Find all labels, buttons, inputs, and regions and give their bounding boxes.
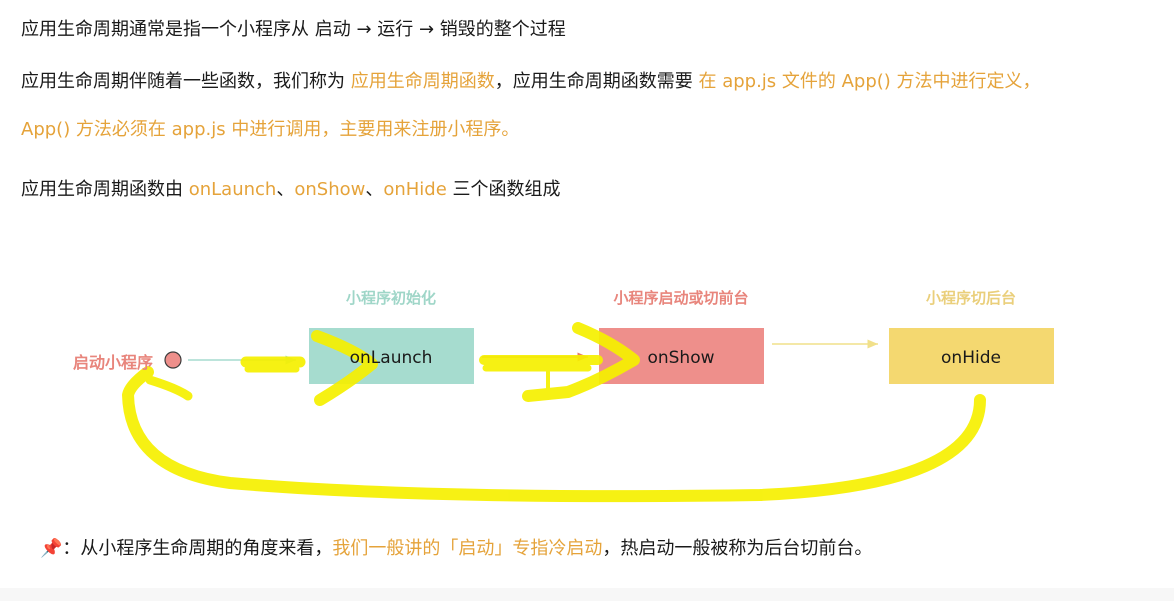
intro-line-4-onshow: onShow <box>294 179 366 200</box>
footnote-part1: 从小程序生命周期的角度来看， <box>80 538 333 559</box>
footnote-part2: ，热启动一般被称为后台切前台。 <box>602 538 873 559</box>
start-label: 启动小程序 <box>73 353 153 372</box>
intro-line-3: App() 方法必须在 app.js 中进行调用，主要用来注册小程序。 <box>21 118 519 142</box>
stage-caption-onhide: 小程序切后台 <box>926 289 1016 307</box>
intro-line-2-part2: ，应用生命周期函数需要 <box>494 71 699 92</box>
footnote: 📌：从小程序生命周期的角度来看，我们一般讲的「启动」专指冷启动，热启动一般被称为… <box>40 537 872 561</box>
stage-caption-onlaunch: 小程序初始化 <box>346 289 436 307</box>
intro-line-4-sep2: 、 <box>365 179 384 200</box>
onshow-label: onShow <box>647 348 714 368</box>
onhide-label: onHide <box>941 348 1001 368</box>
intro-line-4: 应用生命周期函数由 onLaunch、onShow、onHide 三个函数组成 <box>21 178 561 202</box>
intro-line-4-onhide: onHide <box>383 179 447 200</box>
intro-line-4-part1: 应用生命周期函数由 <box>21 179 189 200</box>
intro-line-4-part2: 三个函数组成 <box>446 179 561 200</box>
intro-line-1: 应用生命周期通常是指一个小程序从 启动 → 运行 → 销毁的整个过程 <box>21 19 566 40</box>
pin-icon: 📌 <box>40 538 63 559</box>
intro-line-3-highlight: App() 方法必须在 app.js 中进行调用，主要用来注册小程序。 <box>21 119 520 140</box>
onhide-box <box>889 328 1054 384</box>
stage-caption-onshow: 小程序启动或切前台 <box>613 289 748 307</box>
intro-line-2-part1: 应用生命周期伴随着一些函数，我们称为 <box>21 71 351 92</box>
footnote-highlight: 我们一般讲的「启动」专指冷启动 <box>332 538 603 559</box>
footnote-colon: ： <box>62 538 81 559</box>
intro-line-2: 应用生命周期伴随着一些函数，我们称为 应用生命周期函数，应用生命周期函数需要 在… <box>21 70 1041 94</box>
intro-line-2-highlight-2: 在 app.js 文件的 App() 方法中进行定义， <box>698 71 1041 92</box>
highlighter-annotations <box>122 322 986 503</box>
onlaunch-label: onLaunch <box>350 348 433 368</box>
intro-line-4-onlaunch: onLaunch <box>188 179 277 200</box>
start-dot <box>164 351 182 369</box>
intro-line-4-sep1: 、 <box>276 179 295 200</box>
footer-bar <box>0 588 1174 601</box>
intro-line-2-highlight-1: 应用生命周期函数 <box>350 71 495 92</box>
